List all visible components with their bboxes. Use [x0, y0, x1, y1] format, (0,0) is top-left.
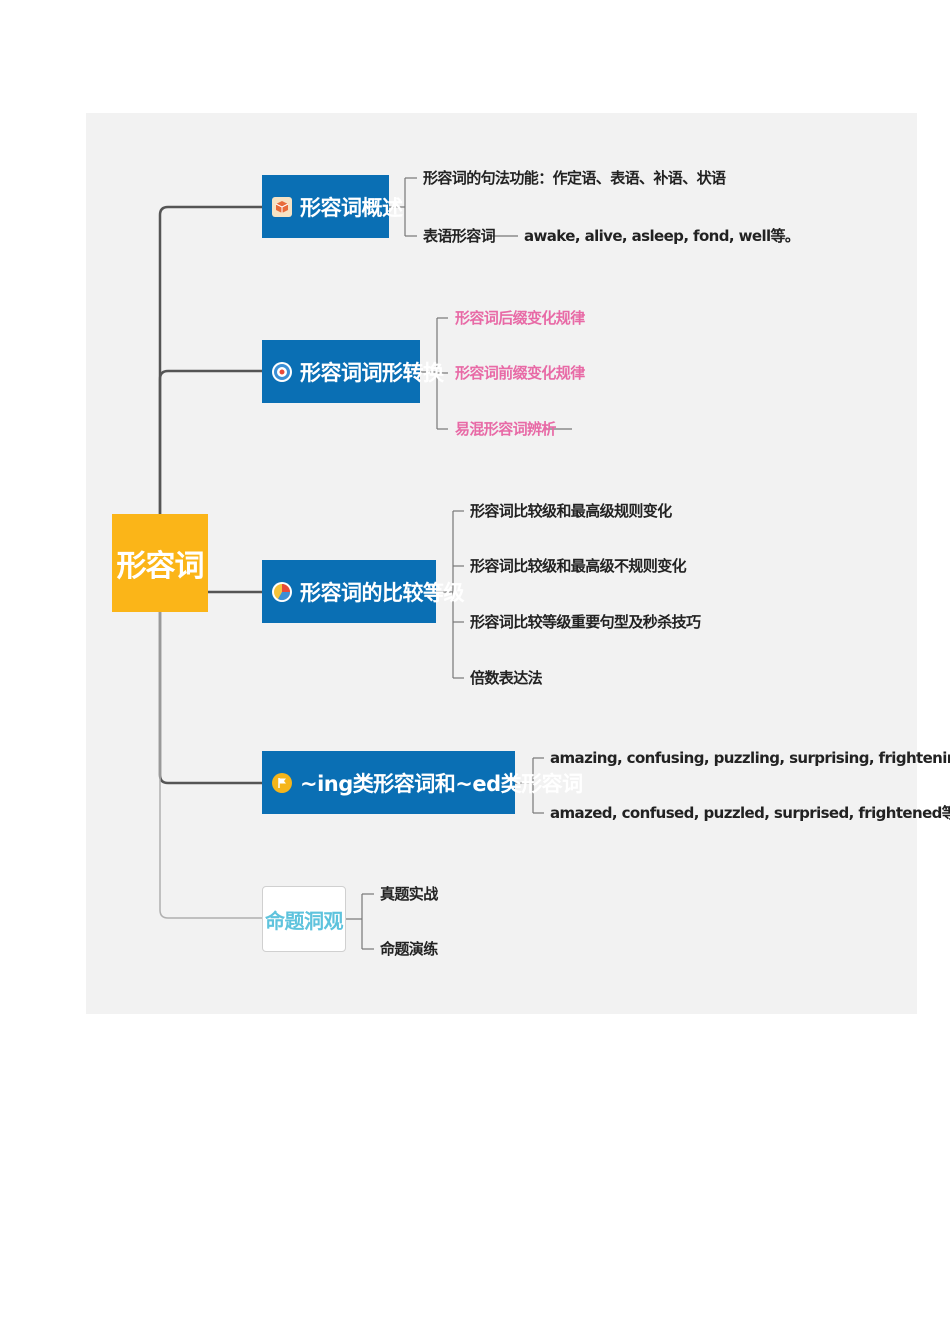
leaf-ing-examples[interactable]: amazing, confusing, puzzling, surprising… — [550, 749, 950, 767]
leaf-regular-comparison[interactable]: 形容词比较级和最高级规则变化 — [470, 502, 672, 520]
pie-chart-icon — [272, 581, 292, 602]
leaf-syntax-function[interactable]: 形容词的句法功能：作定语、表语、补语、状语 — [423, 169, 726, 187]
leaf-predicative-adjective[interactable]: 表语形容词 — [423, 227, 496, 245]
leaf-confusable-adjectives[interactable]: 易混形容词辨析 — [455, 420, 556, 438]
branch-overview[interactable]: 形容词概述 — [262, 175, 403, 238]
leaf-multiple-expressions[interactable]: 倍数表达法 — [470, 669, 543, 687]
branch-exam-insight[interactable]: 命题洞观 — [262, 886, 346, 952]
branch-label: ~ing类形容词和~ed类形容词 — [300, 771, 583, 796]
root-node[interactable]: 形容词 — [112, 514, 208, 612]
leaf-suffix-rules[interactable]: 形容词后缀变化规律 — [455, 309, 585, 327]
leaf-comparison-sentence-patterns[interactable]: 形容词比较等级重要句型及秒杀技巧 — [470, 613, 701, 631]
leaf-real-exam-practice[interactable]: 真题实战 — [380, 885, 438, 903]
branch-comparison-degrees[interactable]: 形容词的比较等级 — [262, 560, 465, 623]
cube-icon — [272, 196, 292, 217]
flag-icon — [272, 772, 292, 793]
branch-label: 形容词的比较等级 — [300, 580, 465, 605]
branch-label: 形容词概述 — [300, 195, 403, 220]
target-icon — [272, 361, 292, 382]
mindmap-canvas — [86, 113, 917, 1014]
leaf-mock-drills[interactable]: 命题演练 — [380, 940, 438, 958]
branch-ing-ed-adjectives[interactable]: ~ing类形容词和~ed类形容词 — [262, 751, 583, 814]
leaf-irregular-comparison[interactable]: 形容词比较级和最高级不规则变化 — [470, 557, 687, 575]
branch-word-form-conversion[interactable]: 形容词词形转换 — [262, 340, 444, 403]
branch-label: 形容词词形转换 — [300, 360, 444, 385]
leaf-predicative-examples[interactable]: awake, alive, asleep, fond, well等。 — [524, 227, 800, 245]
leaf-ed-examples[interactable]: amazed, confused, puzzled, surprised, fr… — [550, 804, 950, 822]
leaf-prefix-rules[interactable]: 形容词前缀变化规律 — [455, 364, 585, 382]
